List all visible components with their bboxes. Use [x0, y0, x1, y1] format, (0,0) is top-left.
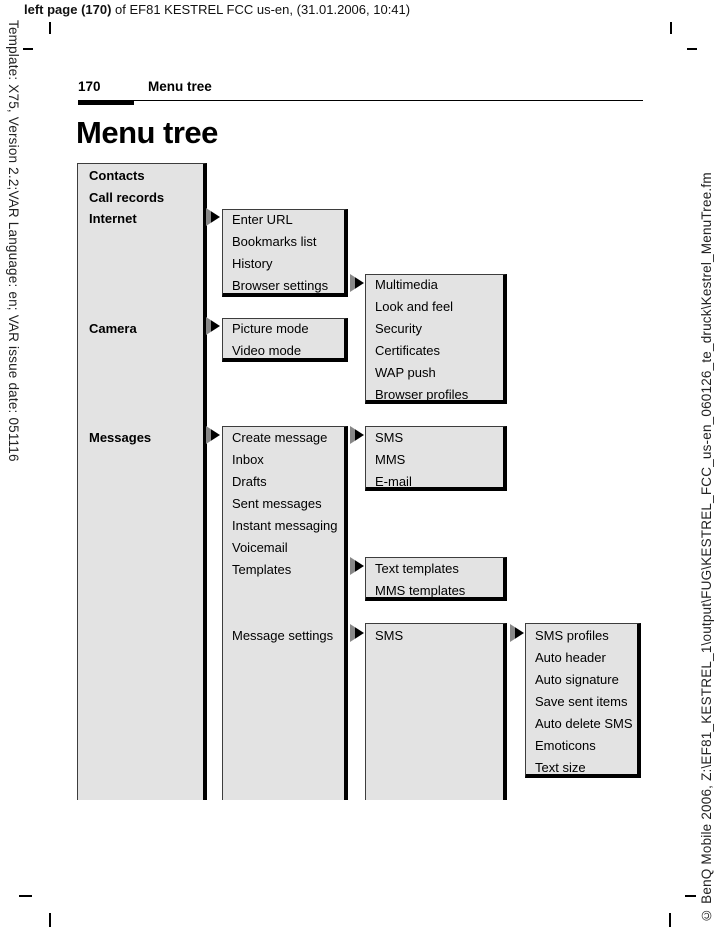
menu-item-browser-profiles: Browser profiles	[375, 387, 469, 402]
menu-item-wap-push: WAP push	[375, 365, 436, 380]
header-rule-thick-segment	[78, 100, 134, 105]
menu-item-sms-profiles: SMS profiles	[535, 628, 609, 643]
menu-item-history: History	[232, 256, 273, 271]
print-info-line: left page (170) of EF81 KESTREL FCC us-e…	[24, 2, 410, 17]
camera-submenu-box: Picture mode Video mode	[222, 318, 348, 362]
menu-item-mms-templates: MMS templates	[375, 583, 466, 598]
page-number: 170	[78, 79, 101, 94]
header-rule	[78, 100, 643, 102]
crop-mark-bottom-left-tick	[49, 913, 51, 927]
menu-item-video-mode: Video mode	[232, 343, 302, 358]
menu-item-sms: SMS	[375, 430, 404, 445]
menu-item-sent-messages: Sent messages	[232, 496, 322, 511]
menu-item-bookmarks-list: Bookmarks list	[232, 234, 317, 249]
sms-settings-submenu-box: SMS profiles Auto header Auto signature …	[525, 623, 641, 778]
arrow-icon-browser-settings	[350, 274, 364, 292]
print-info-file-label: of EF81 KESTREL FCC us-en, (31.01.2006, …	[111, 2, 411, 17]
menu-item-auto-signature: Auto signature	[535, 672, 619, 687]
arrow-icon-camera	[206, 317, 220, 335]
menu-item-call-records: Call records	[89, 190, 165, 205]
crop-mark-top-right-tick	[670, 22, 672, 34]
crop-mark-bottom-right-tick	[669, 913, 671, 927]
arrow-icon-internet	[206, 208, 220, 226]
menu-item-auto-header: Auto header	[535, 650, 606, 665]
print-info-page-label: left page (170)	[24, 2, 112, 17]
menu-item-contacts: Contacts	[89, 168, 145, 183]
menu-item-look-and-feel: Look and feel	[375, 299, 454, 314]
messages-submenu-box: Create message Inbox Drafts Sent message…	[222, 426, 348, 800]
create-message-submenu-box: SMS MMS E-mail	[365, 426, 507, 491]
crop-mark-top-left-tick	[49, 22, 51, 34]
menu-item-create-message: Create message	[232, 430, 328, 445]
arrow-icon-sms-settings	[510, 624, 524, 642]
menu-item-certificates: Certificates	[375, 343, 441, 358]
templates-submenu-box: Text templates MMS templates	[365, 557, 507, 601]
menu-item-sms-settings: SMS	[375, 628, 404, 643]
arrow-icon-create-message	[350, 426, 364, 444]
crop-mark-top-right-dash	[687, 48, 697, 50]
page-title: Menu tree	[76, 115, 218, 150]
arrow-icon-message-settings	[350, 624, 364, 642]
menu-item-save-sent-items: Save sent items	[535, 694, 628, 709]
copyright-filepath-sidebar-text: © BenQ Mobile 2006, Z:\EF81_KESTREL_1\ou…	[699, 172, 714, 923]
arrow-icon-templates	[350, 557, 364, 575]
crop-mark-bottom-right-dash	[685, 895, 696, 897]
menu-item-voicemail: Voicemail	[232, 540, 288, 555]
crop-mark-top-left-dash	[23, 48, 33, 50]
crop-mark-bottom-left-dash	[19, 895, 32, 897]
menu-item-picture-mode: Picture mode	[232, 321, 309, 336]
menu-item-text-templates: Text templates	[375, 561, 459, 576]
menu-item-templates: Templates	[232, 562, 292, 577]
menu-item-security: Security	[375, 321, 422, 336]
menu-item-auto-delete-sms: Auto delete SMS	[535, 716, 633, 731]
menu-item-text-size: Text size	[535, 760, 586, 775]
arrow-icon-messages	[206, 426, 220, 444]
menu-item-enter-url: Enter URL	[232, 212, 293, 227]
internet-submenu-box: Enter URL Bookmarks list History Browser…	[222, 209, 348, 297]
menu-item-mms: MMS	[375, 452, 406, 467]
menu-item-internet: Internet	[89, 211, 137, 226]
menu-item-emoticons: Emoticons	[535, 738, 596, 753]
browser-settings-submenu-box: Multimedia Look and feel Security Certif…	[365, 274, 507, 404]
menu-item-drafts: Drafts	[232, 474, 267, 489]
main-menu-box: Contacts Call records Internet Camera Me…	[77, 163, 207, 800]
menu-item-camera: Camera	[89, 321, 137, 336]
template-version-sidebar-text: Template: X75, Version 2.2;VAR Language:…	[6, 20, 21, 462]
menu-item-messages: Messages	[89, 430, 152, 445]
menu-item-browser-settings: Browser settings	[232, 278, 329, 293]
message-settings-submenu-box: SMS	[365, 623, 507, 800]
running-head: Menu tree	[148, 79, 212, 94]
menu-item-multimedia: Multimedia	[375, 277, 438, 292]
menu-item-email: E-mail	[375, 474, 412, 489]
menu-item-message-settings: Message settings	[232, 628, 334, 643]
menu-item-inbox: Inbox	[232, 452, 264, 467]
menu-item-instant-messaging: Instant messaging	[232, 518, 338, 533]
